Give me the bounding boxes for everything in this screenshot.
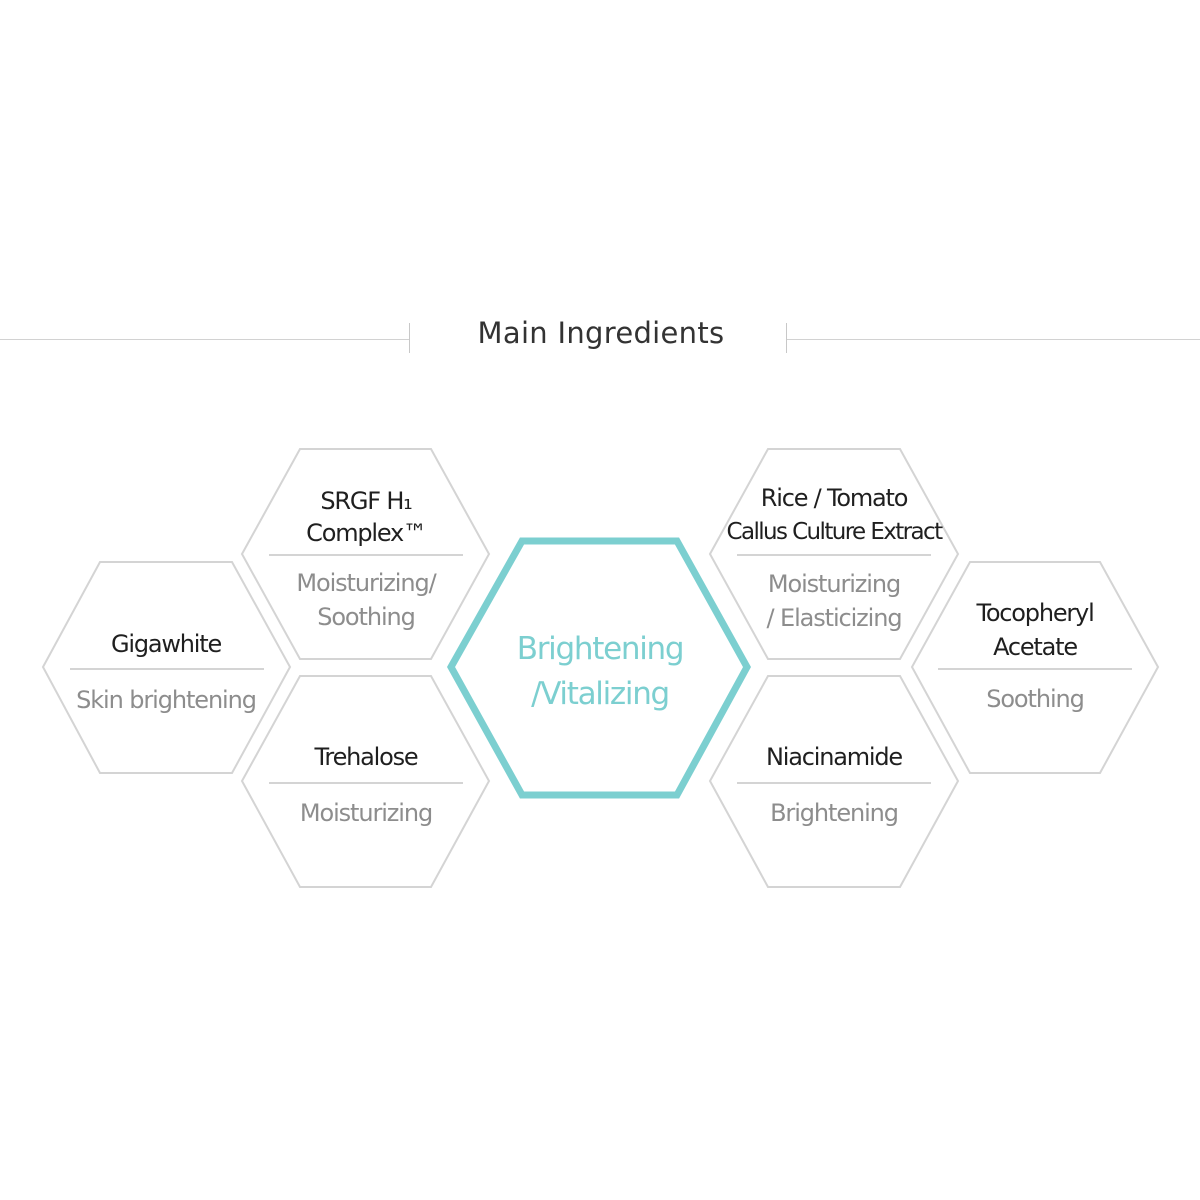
hex-niacinamide [708, 675, 960, 888]
ingredient-name-srgf-line1: SRGF H₁ [320, 487, 412, 515]
ingredient-name-niacinamide: Niacinamide [766, 743, 903, 771]
hex-trehalose [240, 675, 491, 888]
hex-rice-tomato [708, 448, 960, 660]
header-tick-right [786, 323, 787, 353]
ingredient-name-srgf-line2: Complex™ [306, 519, 427, 547]
divider-srgf [269, 554, 463, 556]
divider-niacinamide [737, 782, 931, 784]
divider-tocopheryl [938, 668, 1132, 670]
ingredient-desc-srgf-line2: Soothing [317, 603, 416, 631]
divider-gigawhite [70, 668, 264, 670]
ingredient-desc-rice-tomato-line1: Moisturizing [767, 570, 901, 598]
ingredient-desc-trehalose: Moisturizing [299, 799, 433, 827]
header-rule-left [0, 339, 410, 340]
ingredient-name-trehalose: Trehalose [314, 743, 419, 771]
page-title: Main Ingredients [477, 316, 725, 350]
hex-tocopheryl [910, 561, 1160, 774]
divider-trehalose [269, 782, 463, 784]
ingredient-desc-niacinamide: Brightening [770, 799, 899, 827]
ingredient-name-tocopheryl-line1: Tocopheryl [976, 599, 1094, 627]
hex-center [446, 537, 751, 799]
ingredient-desc-rice-tomato-line2: / Elasticizing [766, 604, 902, 632]
ingredient-name-rice-tomato-line1: Rice / Tomato [760, 484, 909, 512]
ingredient-name-gigawhite: Gigawhite [110, 630, 222, 658]
ingredient-name-tocopheryl-line2: Acetate [993, 633, 1078, 661]
hex-srgf [240, 448, 491, 660]
ingredient-desc-tocopheryl: Soothing [986, 685, 1085, 713]
divider-rice-tomato [737, 554, 931, 556]
center-label-line1: Brightening [516, 631, 685, 667]
ingredient-name-rice-tomato-line2: Callus Culture Extract [726, 519, 943, 545]
hex-gigawhite [41, 561, 292, 774]
center-label-line2: /Vitalizing [531, 676, 670, 712]
header-rule-right [786, 339, 1200, 340]
ingredient-desc-srgf-line1: Moisturizing/ [296, 569, 436, 597]
header-tick-left [409, 323, 410, 353]
ingredient-desc-gigawhite: Skin brightening [76, 686, 257, 714]
